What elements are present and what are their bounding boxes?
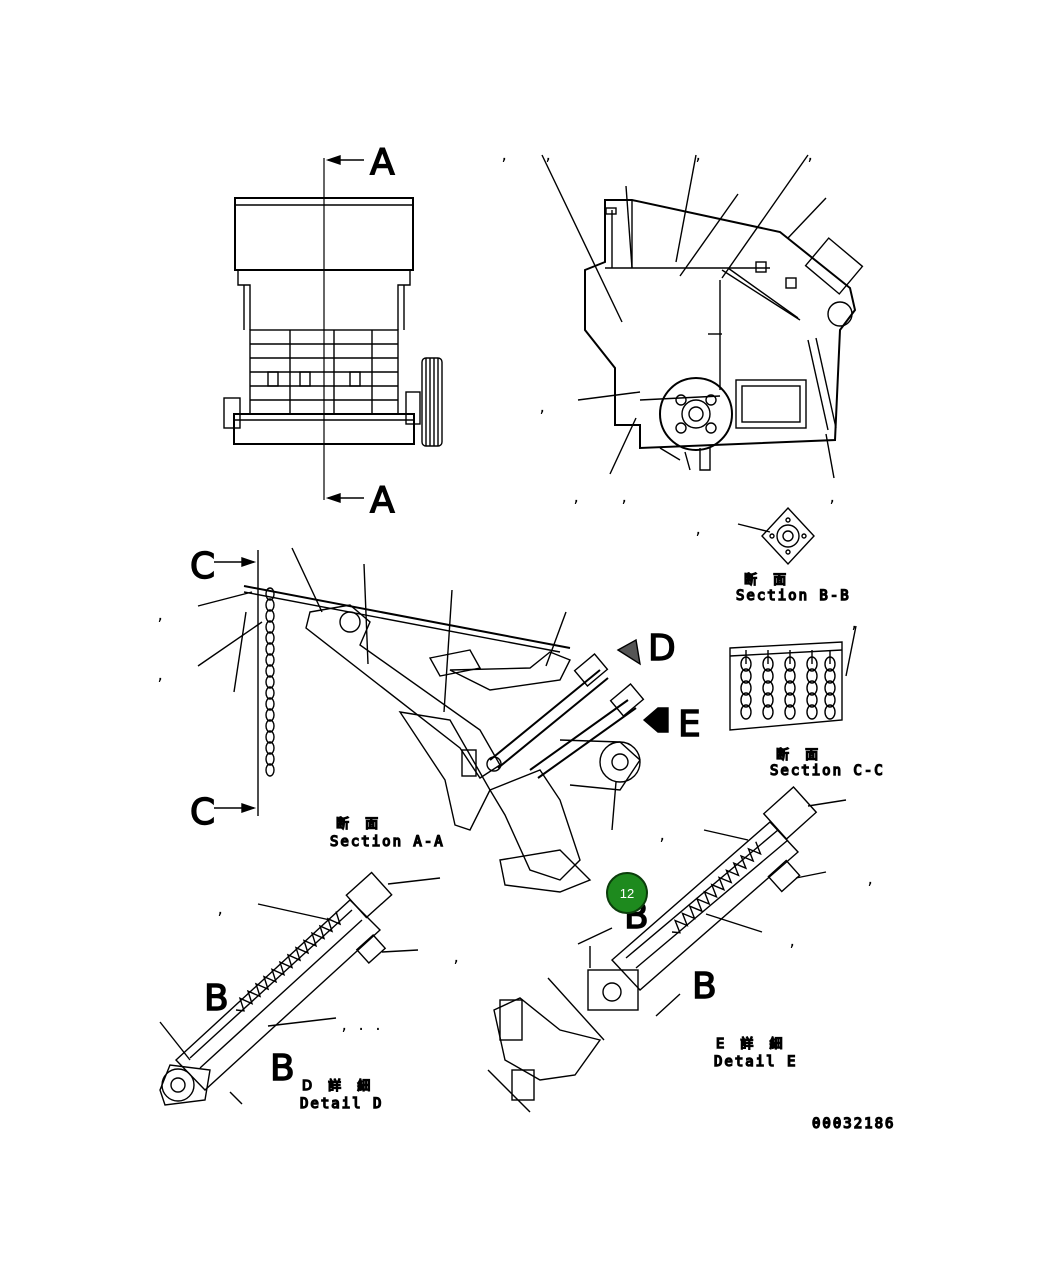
chain-link (762, 704, 774, 720)
detail-d-marker-b2: B (270, 1048, 295, 1089)
chain-link (265, 763, 275, 777)
section-aa-caption-jp: 断 面 (336, 817, 384, 832)
detail-e-marker-b2: B (692, 966, 717, 1007)
callout-mark: , (788, 934, 796, 950)
chain-link (806, 704, 818, 720)
chain-link (265, 675, 275, 689)
chain-link (265, 631, 275, 645)
section-b-b-view (737, 506, 815, 566)
chain-link (265, 719, 275, 733)
chain-link (265, 598, 275, 612)
detail-e-caption-jp: E 詳 細 (716, 1036, 788, 1052)
chain-link (265, 664, 275, 678)
callout-mark: , (156, 608, 164, 624)
callout-mark: , (452, 950, 460, 966)
chain-link (740, 680, 752, 696)
front-view (223, 155, 443, 503)
chain-link (806, 680, 818, 696)
callout-mark: , (572, 490, 580, 506)
chain-link (265, 697, 275, 711)
chain-link (265, 730, 275, 744)
detail-d-caption-jp: D 詳 細 (302, 1078, 376, 1094)
chain-link (265, 653, 275, 667)
callout-mark: , (694, 148, 702, 164)
section-marker-a-top: A (370, 142, 395, 183)
chain-link (265, 620, 275, 634)
chain-link (740, 704, 752, 720)
callout-mark: , (866, 872, 874, 888)
side-view (541, 154, 864, 479)
section-bb-caption-jp: 断 面 (744, 573, 792, 588)
chain-link (762, 680, 774, 696)
chain-link (784, 704, 796, 720)
section-bb-caption-en: Section B-B (736, 588, 851, 604)
chain-link (824, 668, 836, 684)
callout-mark: , . . (340, 1018, 382, 1034)
section-a-a-view (197, 547, 669, 893)
section-cc-caption-en: Section C-C (770, 763, 885, 779)
callout-badge-12[interactable]: 12 (606, 872, 648, 914)
callout-mark: , (850, 616, 858, 632)
callout-mark: , (658, 828, 666, 844)
section-marker-c-bottom: C (190, 792, 215, 833)
chain-link (762, 692, 774, 708)
section-marker-a-bottom: A (370, 480, 395, 521)
section-marker-c-top: C (190, 546, 215, 587)
chain-link (265, 708, 275, 722)
detail-d-marker-b1: B (204, 978, 229, 1019)
chain-link (806, 692, 818, 708)
section-aa-caption-en: Section A-A (330, 834, 445, 850)
chain-link (265, 752, 275, 766)
chain-link (265, 587, 275, 601)
chain-link (265, 609, 275, 623)
detail-marker-e: E (678, 704, 701, 745)
detail-e-view (487, 785, 847, 1113)
detail-d-caption-en: Detail D (300, 1096, 383, 1112)
callout-mark: , (538, 400, 546, 416)
chain-link (784, 692, 796, 708)
callout-mark: , (806, 148, 814, 164)
callout-mark: , (156, 668, 164, 684)
callout-mark: , (828, 490, 836, 506)
chain-link (806, 668, 818, 684)
detail-marker-d: D (648, 628, 676, 669)
chain-link (824, 704, 836, 720)
chain-link (784, 680, 796, 696)
chain-link (784, 668, 796, 684)
callout-mark: , (620, 490, 628, 506)
callout-mark: , (694, 522, 702, 538)
detail-e-caption-en: Detail E (714, 1054, 797, 1070)
chain-link (265, 686, 275, 700)
spring-coil (671, 841, 762, 934)
chain-link (265, 741, 275, 755)
chain-link (265, 642, 275, 656)
callout-mark: , (544, 148, 552, 164)
callout-mark: , (216, 902, 224, 918)
chain-link (762, 668, 774, 684)
chain-link (740, 692, 752, 708)
spring-coil (235, 911, 342, 1012)
callout-marks: ,,,,,,,,,,,,,,,,, , . . (156, 148, 874, 1034)
section-c-c-view (729, 625, 857, 731)
section-cc-caption-jp: 断 面 (776, 748, 824, 763)
detail-d-view (159, 871, 441, 1106)
drawing-number: 00032186 (812, 1116, 895, 1132)
chain-link (740, 668, 752, 684)
callout-mark: , (500, 148, 508, 164)
chain-link (824, 692, 836, 708)
chain-link (824, 680, 836, 696)
